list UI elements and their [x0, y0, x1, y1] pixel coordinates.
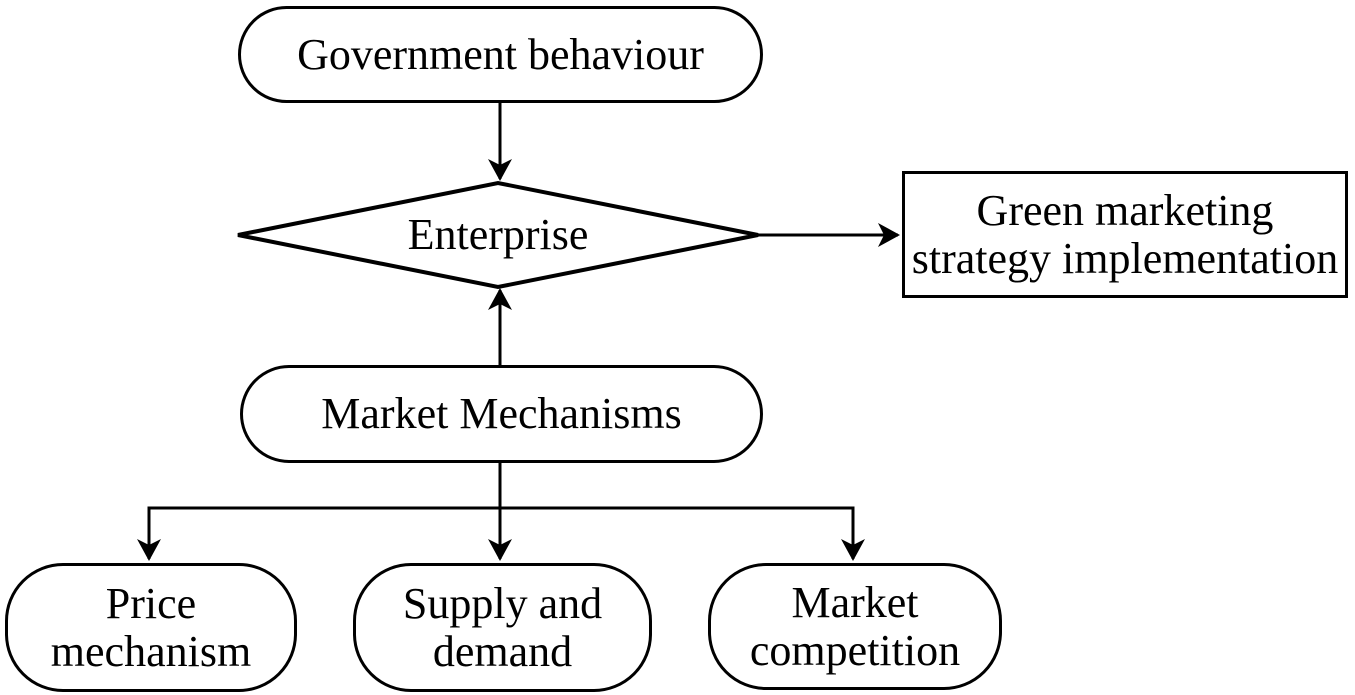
node-government-behaviour: Government behaviour	[238, 6, 763, 103]
market-competition-label: Market competition	[749, 577, 961, 675]
supply-and-demand-label: Supply and demand	[402, 578, 603, 676]
market-mechanisms-label: Market Mechanisms	[321, 389, 682, 439]
node-price-mechanism: Price mechanism	[5, 563, 297, 692]
node-enterprise: Enterprise	[348, 208, 648, 262]
price-mechanism-label: Price mechanism	[50, 578, 252, 676]
enterprise-diamond-shape	[237, 180, 759, 290]
node-market-competition: Market competition	[708, 563, 1002, 690]
node-green-marketing-strategy: Green marketing strategy implementation	[902, 171, 1348, 298]
green-marketing-label: Green marketing strategy implementation	[911, 185, 1339, 283]
node-supply-and-demand: Supply and demand	[353, 563, 652, 692]
government-behaviour-label: Government behaviour	[297, 29, 704, 79]
node-market-mechanisms: Market Mechanisms	[240, 365, 763, 463]
enterprise-label: Enterprise	[407, 210, 589, 260]
